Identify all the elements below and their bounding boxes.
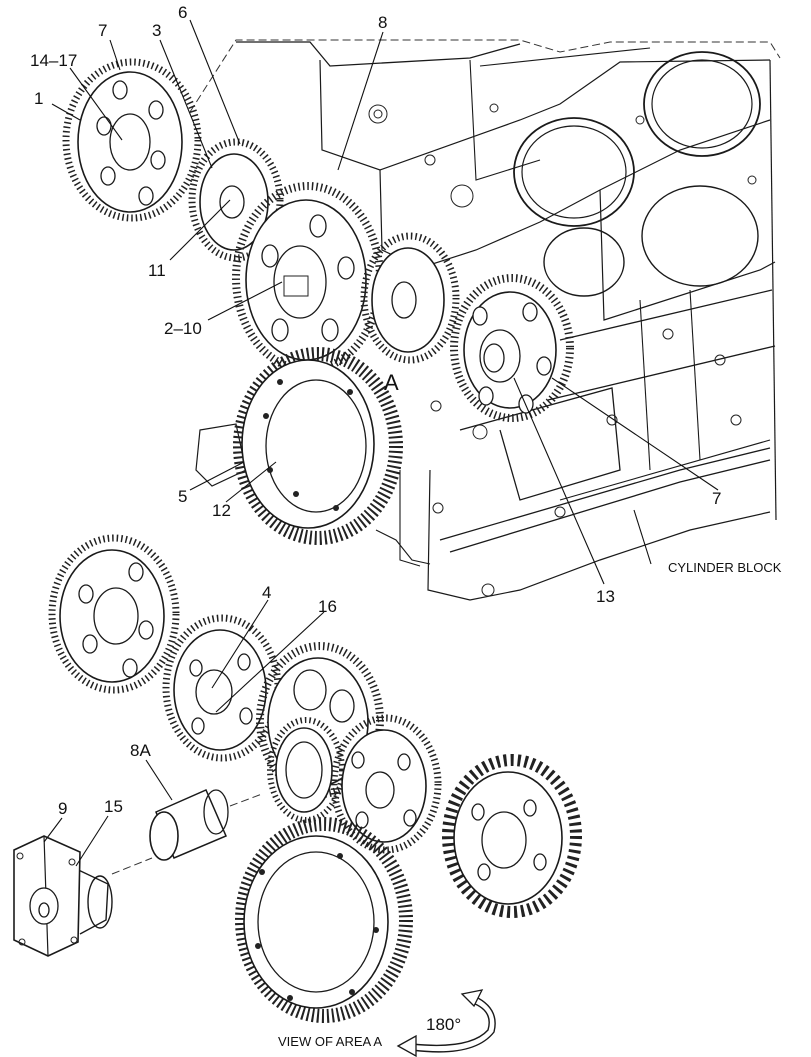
callout-8: 8	[378, 13, 387, 32]
callout-8a: 8A	[130, 741, 151, 760]
callout-5: 5	[178, 487, 187, 506]
plate-9-and-shaft-15	[13, 835, 113, 957]
callout-15: 15	[104, 797, 123, 816]
callout-9: 9	[58, 799, 67, 818]
area-a-gear-hub	[267, 717, 345, 823]
gear-6-idler-small	[188, 138, 284, 262]
rotation-arrow	[396, 989, 496, 1057]
callout-13: 13	[596, 587, 615, 606]
rotation-label: 180°	[426, 1015, 461, 1034]
callout-14-17: 14–17	[30, 51, 77, 70]
callout-7-top: 7	[98, 21, 107, 40]
gear-1-camshaft-left	[62, 58, 202, 222]
callout-labels: 14–17 7 3 6 8 1 11 2–10 A 5 12 7 13 CYLI…	[30, 3, 782, 1049]
callout-12: 12	[212, 501, 231, 520]
callout-6: 6	[178, 3, 187, 22]
callout-3: 3	[152, 21, 161, 40]
area-a-gear-camshaft	[48, 534, 180, 694]
area-a-marker: A	[384, 370, 399, 395]
callout-2-10: 2–10	[164, 319, 202, 338]
gear-5-crankshaft	[233, 347, 403, 545]
callout-16: 16	[318, 597, 337, 616]
callout-1: 1	[34, 89, 43, 108]
view-of-area-caption: VIEW OF AREA A	[278, 1034, 382, 1049]
callout-4: 4	[262, 583, 271, 602]
cylinder-block	[189, 39, 781, 601]
gear-7-camshaft-right	[450, 274, 574, 422]
gear-idler-center	[360, 232, 460, 364]
area-a-gear-camshaft-right	[442, 754, 582, 918]
leader-lines	[43, 19, 719, 867]
callout-11: 11	[148, 261, 166, 280]
area-a-gear-crankshaft	[235, 817, 413, 1023]
callout-7-right: 7	[712, 489, 721, 508]
bushing-8a	[149, 789, 229, 861]
cylinder-block-label: CYLINDER BLOCK	[668, 560, 782, 575]
